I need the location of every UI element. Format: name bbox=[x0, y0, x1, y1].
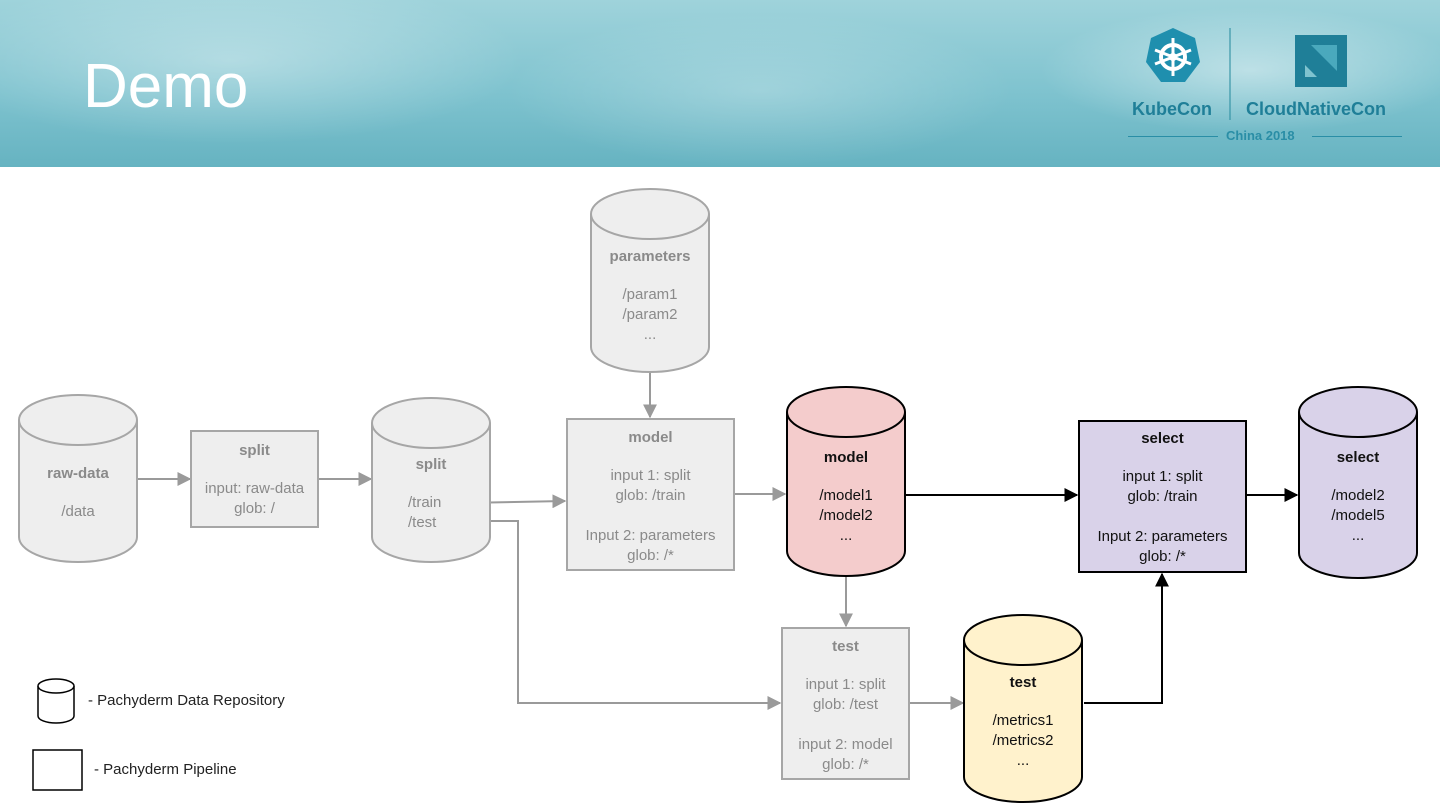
select-repository-text: select /model2 /model5 ... bbox=[1299, 448, 1417, 546]
model-pipeline-text: model input 1: split glob: /train Input … bbox=[567, 428, 734, 566]
node-title: test bbox=[1009, 674, 1037, 691]
node-line: /model2 bbox=[1331, 487, 1385, 504]
node-line: /model1 bbox=[819, 487, 873, 504]
node-line: /data bbox=[61, 503, 95, 520]
node-line: ... bbox=[643, 326, 657, 343]
raw-data-repository-text: raw-data /data bbox=[19, 464, 137, 522]
node-line: input: raw-data bbox=[204, 480, 305, 497]
logo-divider bbox=[1229, 28, 1231, 120]
select-pipeline-box bbox=[1078, 420, 1247, 573]
node-line bbox=[1079, 507, 1246, 527]
model-repository bbox=[786, 386, 906, 577]
node-line: Input 2: parameters bbox=[585, 527, 716, 544]
model-repository-text: model /model1 /model2 ... bbox=[787, 448, 905, 546]
legend-pipeline-icon bbox=[32, 749, 83, 791]
select-pipeline-text: select input 1: split glob: /train Input… bbox=[1079, 429, 1246, 567]
node-line: glob: /* bbox=[1139, 548, 1186, 565]
node-line: input 1: split bbox=[1122, 468, 1203, 485]
node-line: Input 2: parameters bbox=[1097, 528, 1228, 545]
node-line: ... bbox=[839, 527, 853, 544]
node-line: glob: /train bbox=[1127, 488, 1198, 505]
node-line bbox=[782, 715, 909, 735]
node-title: model bbox=[628, 429, 673, 446]
node-line: /model5 bbox=[1331, 507, 1385, 524]
node-line: glob: /test bbox=[812, 696, 879, 713]
split-pipeline-box bbox=[190, 430, 319, 528]
node-line: glob: /* bbox=[627, 547, 674, 564]
node-line: ... bbox=[1351, 527, 1365, 544]
kubecon-logo-text: KubeCon bbox=[1132, 99, 1212, 119]
cloudnativecon-logo-text: CloudNativeCon bbox=[1246, 99, 1387, 119]
parameters-repository-text: parameters /param1 /param2 ... bbox=[591, 247, 709, 345]
node-line: /test bbox=[408, 514, 437, 531]
slide-title: Demo bbox=[83, 52, 249, 121]
logo-subtitle: China 2018 bbox=[1226, 128, 1295, 143]
node-title: parameters bbox=[609, 248, 691, 265]
cloudnativecon-logo-icon bbox=[1295, 35, 1347, 87]
select-repository bbox=[1298, 386, 1418, 579]
legend-pipeline-label: - Pachyderm Pipeline bbox=[94, 761, 237, 778]
node-line: ... bbox=[1016, 752, 1030, 769]
logo-rule-left bbox=[1128, 136, 1218, 137]
node-line: glob: /train bbox=[615, 487, 686, 504]
split-repository-lines: /train /test bbox=[408, 493, 452, 533]
model-pipeline-box bbox=[566, 418, 735, 571]
test-repository-text: test /metrics1 /metrics2 ... bbox=[964, 673, 1082, 771]
node-line: input 1: split bbox=[610, 467, 691, 484]
node-title: raw-data bbox=[47, 465, 109, 482]
split-pipeline-text: split input: raw-data glob: / bbox=[191, 441, 318, 519]
node-line: glob: / bbox=[234, 500, 275, 517]
node-line: input 1: split bbox=[805, 676, 886, 693]
node-line: /model2 bbox=[819, 507, 873, 524]
test-pipeline-box bbox=[781, 627, 910, 780]
node-title: select bbox=[1141, 430, 1184, 447]
parameters-repository bbox=[590, 188, 710, 373]
split-repository bbox=[371, 397, 491, 563]
node-title: model bbox=[823, 449, 869, 466]
node-title: split bbox=[415, 456, 447, 473]
node-line: /metrics1 bbox=[992, 712, 1054, 729]
logo-rule-right bbox=[1312, 136, 1402, 137]
split-repository-text: split bbox=[372, 455, 490, 493]
node-line: glob: /* bbox=[822, 756, 869, 773]
header-banner bbox=[0, 0, 1440, 167]
node-title: select bbox=[1336, 449, 1380, 466]
test-pipeline-text: test input 1: split glob: /test input 2:… bbox=[782, 637, 909, 775]
edge-testrepo-to-select bbox=[1084, 572, 1169, 704]
legend-repository-icon bbox=[37, 678, 75, 724]
kubernetes-logo-icon bbox=[1146, 28, 1200, 82]
raw-data-repository bbox=[18, 394, 138, 563]
legend-repository-label: - Pachyderm Data Repository bbox=[88, 692, 285, 709]
node-line: /param2 bbox=[622, 306, 678, 323]
node-title: split bbox=[239, 442, 270, 459]
node-line: /train bbox=[408, 494, 442, 511]
node-line: input 2: model bbox=[798, 736, 893, 753]
node-line: /param1 bbox=[622, 286, 678, 303]
node-line: /metrics2 bbox=[992, 732, 1054, 749]
node-line bbox=[567, 506, 734, 526]
test-repository bbox=[963, 614, 1083, 803]
node-title: test bbox=[832, 638, 859, 655]
